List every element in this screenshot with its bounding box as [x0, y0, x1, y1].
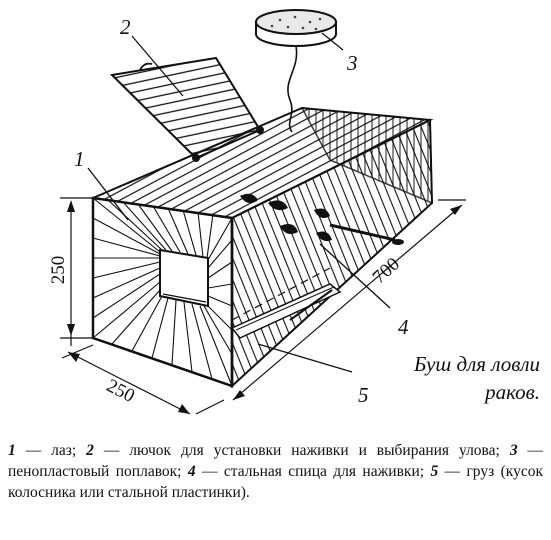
callout-5: 5	[358, 383, 369, 407]
entrance-funnel	[92, 197, 233, 387]
callout-2: 2	[120, 15, 131, 39]
figure-title-line-2: раков.	[485, 380, 540, 404]
callout-leaders	[87, 32, 391, 373]
figure-title-line-1: Буш для ловли	[413, 352, 540, 376]
box-back-end	[300, 107, 433, 205]
legend-text-5: — груз (кусок колосника или стальной пла…	[8, 463, 543, 501]
foam-float	[255, 9, 337, 47]
legend-num-1: 1	[8, 442, 16, 459]
legend-num-4: 4	[187, 463, 196, 480]
legend-text-2: — лючок для установки наживки и выбирани…	[93, 442, 510, 459]
dimension-width-label: 250	[103, 375, 138, 407]
legend-text-1: — лаз;	[15, 442, 87, 459]
figure-title: Буш для ловли раков.	[370, 350, 540, 406]
dimension-height-label: 250	[48, 256, 69, 285]
callout-4: 4	[398, 315, 409, 339]
callout-1: 1	[74, 147, 85, 171]
legend-num-2: 2	[86, 442, 94, 459]
dimension-arrows	[67, 200, 462, 414]
callout-3: 3	[346, 51, 358, 75]
legend-text-4: — стальная спица для наживки;	[195, 463, 431, 480]
entrance-opening	[159, 248, 209, 308]
bait-spoke	[240, 193, 404, 245]
legend-text-3: — пенопластовый поплавок;	[8, 442, 544, 480]
access-lid	[109, 56, 264, 162]
legend-num-5: 5	[430, 463, 439, 480]
legend-num-3: 3	[509, 442, 518, 459]
weight-plate	[230, 283, 342, 339]
dimension-lines	[60, 197, 466, 415]
figure-legend: 1 — лаз; 2 — лючок для установки наживки…	[8, 440, 543, 503]
